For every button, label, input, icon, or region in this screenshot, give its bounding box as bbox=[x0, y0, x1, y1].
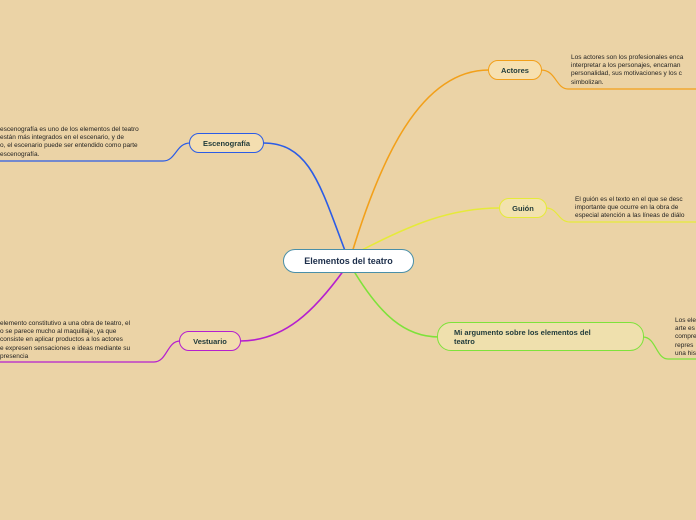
underline-actores bbox=[540, 69, 696, 90]
node-vestuario[interactable]: Vestuario bbox=[179, 331, 241, 351]
underline-escenografia bbox=[0, 142, 191, 162]
note-escenografia: escenografía es uno de los elementos del… bbox=[0, 126, 139, 158]
connector-escenografia bbox=[262, 142, 348, 257]
note-guion: El guión es el texto en el que se desc i… bbox=[575, 196, 685, 220]
root-node[interactable]: Elementos del teatro bbox=[283, 249, 414, 273]
underline-argumento bbox=[642, 336, 696, 360]
node-guion-label: Guión bbox=[512, 203, 534, 213]
node-argumento-label: Mi argumento sobre los elementos del tea… bbox=[454, 327, 591, 346]
connector-guion bbox=[357, 207, 501, 253]
note-vestuario: elemento constitutivo a una obra de teat… bbox=[0, 320, 131, 360]
node-escenografia-label: Escenografía bbox=[202, 138, 251, 148]
underline-guion bbox=[545, 207, 696, 223]
connector-vestuario bbox=[239, 269, 345, 342]
node-guion[interactable]: Guión bbox=[499, 198, 547, 218]
node-escenografia[interactable]: Escenografía bbox=[189, 133, 264, 153]
underline-vestuario bbox=[0, 340, 181, 363]
connector-argumento bbox=[351, 267, 440, 338]
connector-actores bbox=[350, 69, 490, 257]
node-actores[interactable]: Actores bbox=[488, 60, 542, 80]
root-node-label: Elementos del teatro bbox=[304, 256, 393, 266]
note-actores: Los actores son los profesionales enca i… bbox=[571, 54, 684, 86]
node-vestuario-label: Vestuario bbox=[193, 336, 227, 346]
node-argumento[interactable]: Mi argumento sobre los elementos del tea… bbox=[437, 322, 644, 351]
node-actores-label: Actores bbox=[501, 65, 529, 75]
note-argumento: Los ele arte es compre repres una his bbox=[675, 317, 696, 357]
